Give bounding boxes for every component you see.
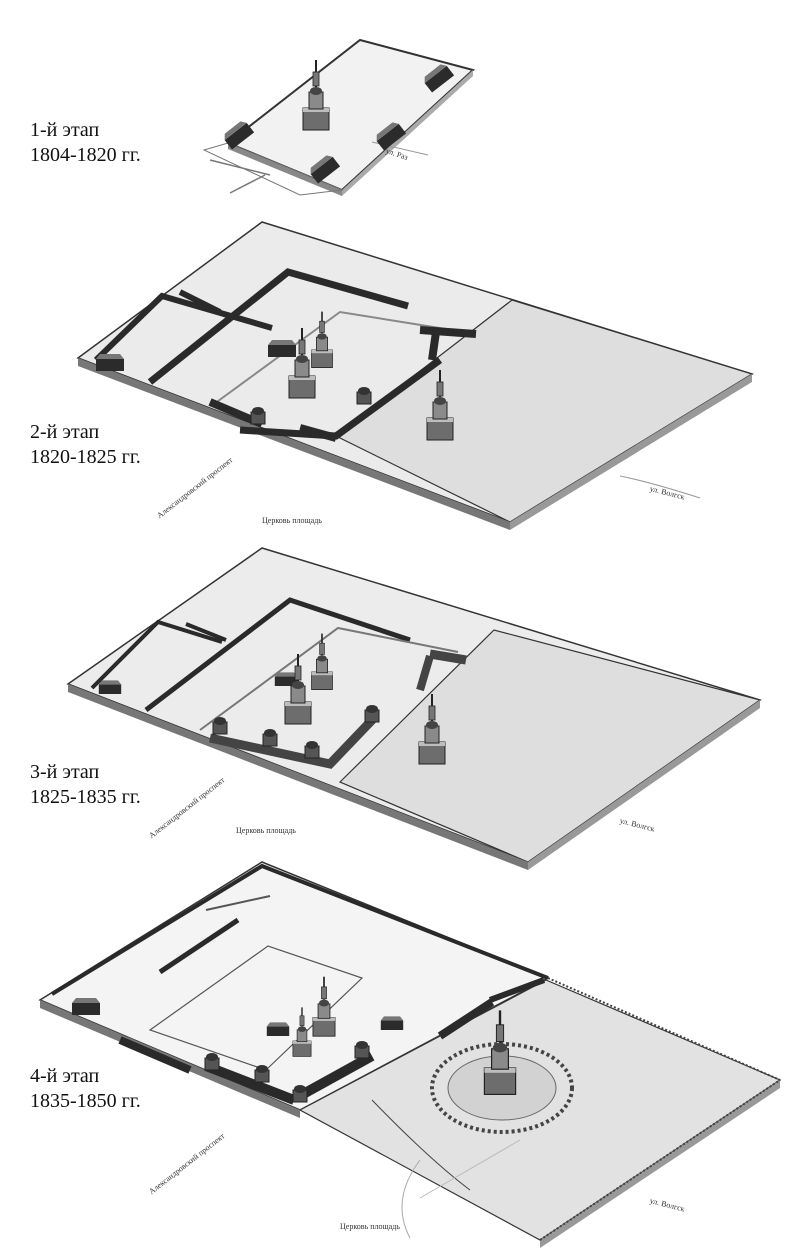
stage-3-plan	[66, 547, 762, 870]
stage-4-label: 4-й этап 1835-1850 гг.	[30, 1064, 141, 1114]
stage-4-plan	[38, 861, 782, 1248]
stage-4-years: 1835-1850 гг.	[30, 1090, 141, 1112]
stage-4-title: 4-й этап	[30, 1065, 100, 1087]
stage-3-label: 3-й этап 1825-1835 гг.	[30, 760, 141, 810]
stage-1-years: 1804-1820 гг.	[30, 144, 141, 166]
stage-1-title: 1-й этап	[30, 119, 100, 141]
stage-2-label: 2-й этап 1820-1825 гг.	[30, 420, 141, 470]
stage-2-square-label: Церковь площадь	[262, 516, 322, 525]
stage-4-square-label: Церковь площадь	[340, 1222, 400, 1231]
stage-3-years: 1825-1835 гг.	[30, 786, 141, 808]
stage-1-plan	[202, 38, 476, 196]
stage-2-title: 2-й этап	[30, 421, 100, 443]
stage-2-years: 1820-1825 гг.	[30, 446, 141, 468]
stage-3-title: 3-й этап	[30, 761, 100, 783]
stage-1-label: 1-й этап 1804-1820 гг.	[30, 118, 141, 168]
stage-2-plan	[76, 221, 754, 530]
stage-3-square-label: Церковь площадь	[236, 826, 296, 835]
